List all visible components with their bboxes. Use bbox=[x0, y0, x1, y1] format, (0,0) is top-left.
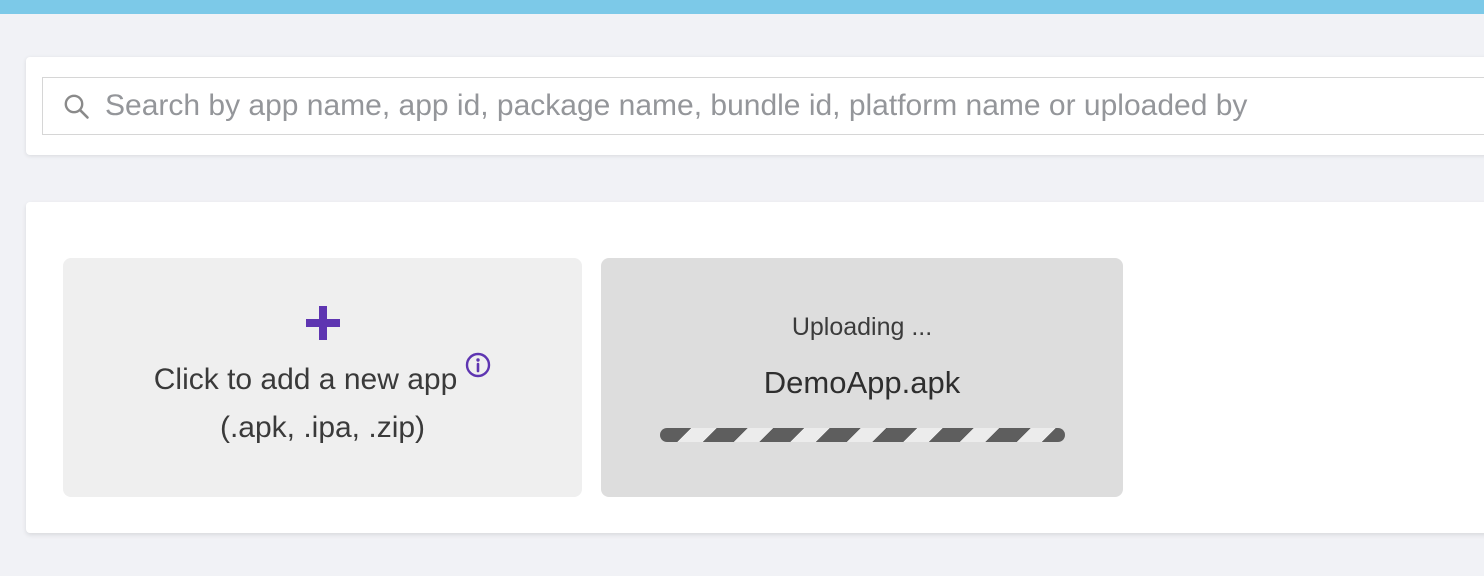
upload-status-text: Uploading ... bbox=[791, 313, 933, 341]
upload-filename: DemoApp.apk bbox=[763, 365, 961, 400]
add-app-title: Click to add a new app bbox=[153, 363, 458, 396]
top-accent-bar bbox=[0, 0, 1484, 14]
add-app-title-line: Click to add a new app bbox=[153, 352, 492, 404]
search-section bbox=[26, 57, 1484, 155]
plus-icon bbox=[305, 306, 340, 340]
apps-panel: Click to add a new app (.apk, .ipa, .zip… bbox=[26, 202, 1484, 533]
uploading-card: Uploading ... DemoApp.apk bbox=[601, 258, 1123, 497]
info-icon[interactable] bbox=[465, 352, 491, 378]
search-field[interactable] bbox=[42, 77, 1484, 135]
add-app-card[interactable]: Click to add a new app (.apk, .ipa, .zip… bbox=[63, 258, 582, 497]
search-input[interactable] bbox=[105, 89, 1484, 123]
search-icon bbox=[64, 94, 89, 119]
add-app-formats: (.apk, .ipa, .zip) bbox=[219, 411, 426, 444]
upload-progress-bar bbox=[659, 428, 1065, 442]
